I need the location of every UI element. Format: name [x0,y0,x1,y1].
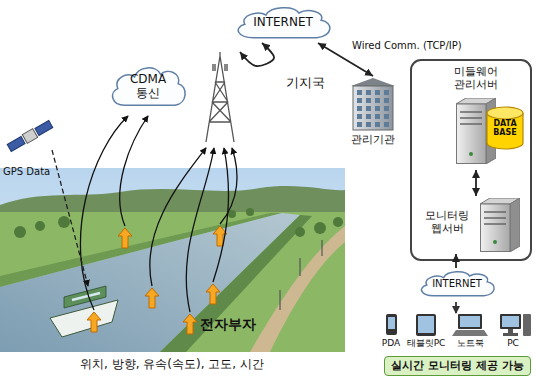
gps-satellite [7,120,54,153]
gps-signal [52,150,88,286]
connector-arrow [475,170,477,196]
server-group-frame [411,60,531,260]
web-server: 모니터링 웹서버 [418,196,526,254]
cloud-node: INTERNET [415,268,499,300]
node-text: CDMA 통신 [125,73,171,101]
annotation-label: 위치, 방향, 유속(속도), 고도, 시간 [80,358,264,372]
server-icon [480,198,520,252]
agency-building: 관리기관 [345,76,404,150]
node-text: 기지국 [242,76,369,91]
uplink-arrows [80,116,237,312]
node-text: INTERNET [432,278,482,290]
node-text: 미들웨어 관리서버 [450,66,502,91]
annotation-label: 전자부자 [200,316,256,332]
annotation-label: 노트북 [457,338,484,348]
cloud-node: CDMA 통신 [106,62,190,112]
annotation-label: 태블릿PC [407,338,446,348]
client-devices [386,314,531,336]
boat [50,286,118,337]
node-text: 모니터링 웹서버 [420,210,474,235]
node-text: DATA BASE [490,119,520,137]
node-text: 관리기관 [345,134,401,147]
node-text: INTERNET [253,16,313,30]
connector-arrow [240,43,274,66]
status-box: 실시간 모니터링 제공 가능 [384,356,531,376]
device-arrow [455,302,457,313]
tower-icon [200,52,240,144]
base-station: 기지국 [200,52,327,144]
cloud-node: INTERNET [230,3,336,43]
node-text: 실시간 모니터링 제공 가능 [391,360,524,373]
annotation-label: PC [507,338,519,348]
connector-label: Wired Comm. (TCP/IP) [350,40,464,52]
building-icon [345,76,401,132]
database-cylinder: DATA BASE [484,106,526,150]
connector-arrow [455,254,457,268]
annotation-label: GPS Data [3,166,50,178]
annotation-label: PDA [382,338,400,348]
